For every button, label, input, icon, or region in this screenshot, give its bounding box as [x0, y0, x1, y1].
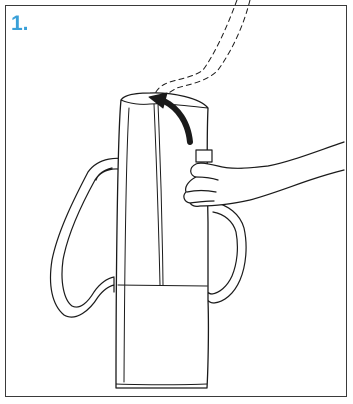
bag-tab	[196, 150, 212, 162]
bag-strap-right	[206, 202, 246, 303]
motion-dashed-lines	[152, 0, 250, 102]
